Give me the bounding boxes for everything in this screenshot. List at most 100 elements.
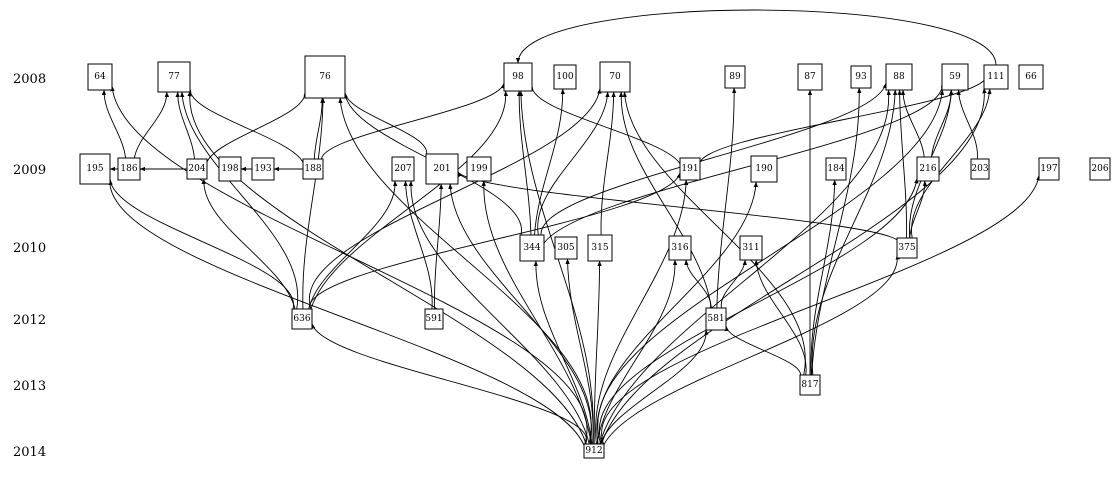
node-label: 204 xyxy=(188,164,205,174)
node-box xyxy=(885,63,913,91)
node-label: 87 xyxy=(804,72,816,82)
node-box xyxy=(750,155,778,183)
edge-203-to-59 xyxy=(956,89,978,160)
edge-912-to-77 xyxy=(187,90,587,445)
edge-216-to-88 xyxy=(900,89,925,158)
node-box xyxy=(739,235,763,261)
edge-817-to-88 xyxy=(811,89,898,376)
node-98: 98 xyxy=(503,62,533,92)
node-box xyxy=(724,65,746,89)
year-label-2013: 2013 xyxy=(13,379,46,394)
edge-375-to-88 xyxy=(897,89,908,239)
year-label-2012: 2012 xyxy=(13,313,46,328)
node-70: 70 xyxy=(599,61,631,93)
node-box xyxy=(519,234,545,262)
edge-186-to-77 xyxy=(133,91,170,159)
node-label: 311 xyxy=(742,243,759,253)
node-76: 76 xyxy=(304,55,346,99)
node-box xyxy=(896,237,918,259)
edge-912-to-199 xyxy=(481,180,592,445)
edge-636-to-77 xyxy=(180,91,299,310)
edge-636-to-204 xyxy=(201,178,296,310)
node-box xyxy=(304,55,346,99)
node-label: 184 xyxy=(827,164,844,174)
edge-912-to-98 xyxy=(518,90,594,445)
edge-375-to-216 xyxy=(909,180,928,239)
edge-111-to-191 xyxy=(696,80,985,167)
edge-201-to-76 xyxy=(343,92,427,157)
edge-344-to-100 xyxy=(534,88,565,236)
edge-188-to-77 xyxy=(187,87,304,163)
edge-111-to-98 xyxy=(515,9,997,66)
node-label: 186 xyxy=(120,164,137,174)
node-label: 197 xyxy=(1040,164,1057,174)
edge-188-to-98 xyxy=(320,82,505,165)
node-label: 76 xyxy=(319,72,331,82)
node-box xyxy=(553,64,577,90)
edge-636-to-195 xyxy=(108,179,295,312)
edge-912-to-581 xyxy=(600,329,709,445)
node-191: 191 xyxy=(679,157,701,181)
node-186: 186 xyxy=(117,157,141,181)
edge-591-to-201 xyxy=(434,183,444,310)
edge-912-to-195 xyxy=(107,177,585,446)
node-344: 344 xyxy=(519,234,545,262)
node-100: 100 xyxy=(553,64,577,90)
edge-188-to-76 xyxy=(313,97,325,160)
node-box xyxy=(87,63,113,91)
node-207: 207 xyxy=(391,156,415,182)
node-label: 190 xyxy=(755,164,772,174)
edge-581-to-311 xyxy=(720,259,747,309)
node-591: 591 xyxy=(424,308,444,330)
edge-204-to-76 xyxy=(206,91,308,163)
node-64: 64 xyxy=(87,63,113,91)
node-box xyxy=(79,153,111,185)
node-label: 198 xyxy=(221,164,238,174)
node-label: 817 xyxy=(801,380,818,390)
node-label: 316 xyxy=(671,243,688,253)
node-box xyxy=(983,64,1009,90)
edge-344-to-59 xyxy=(543,81,946,244)
node-label: 93 xyxy=(855,72,867,82)
node-box xyxy=(503,62,533,92)
edge-636-to-98 xyxy=(310,90,509,310)
node-199: 199 xyxy=(466,156,492,182)
node-box xyxy=(554,236,578,260)
edge-912-to-636 xyxy=(311,323,587,447)
edge-912-to-216 xyxy=(599,177,919,445)
node-box xyxy=(1089,157,1111,181)
node-label: 581 xyxy=(707,314,724,324)
node-box xyxy=(424,308,444,330)
node-111: 111 xyxy=(983,64,1009,90)
edge-344-to-70 xyxy=(537,91,610,236)
node-label: 305 xyxy=(557,243,574,253)
node-box xyxy=(291,308,313,330)
node-box xyxy=(251,157,275,181)
node-box xyxy=(391,156,415,182)
node-box xyxy=(583,443,605,459)
node-label: 100 xyxy=(556,72,573,82)
node-box xyxy=(799,374,821,396)
edge-636-to-207 xyxy=(308,180,398,310)
node-label: 88 xyxy=(893,72,905,82)
year-label-2010: 2010 xyxy=(13,241,46,256)
node-label: 203 xyxy=(971,164,988,174)
edge-912-to-201 xyxy=(448,183,592,445)
node-label: 199 xyxy=(470,164,487,174)
node-box xyxy=(425,153,459,185)
node-label: 188 xyxy=(304,164,321,174)
edge-912-to-190 xyxy=(596,181,758,445)
node-66: 66 xyxy=(1018,64,1044,90)
edge-191-to-98 xyxy=(528,84,681,164)
node-box xyxy=(218,156,242,182)
edge-636-to-191 xyxy=(308,172,681,316)
node-box xyxy=(705,307,727,331)
edge-817-to-93 xyxy=(811,87,862,376)
node-88: 88 xyxy=(885,63,913,91)
edge-912-to-197 xyxy=(601,174,1041,445)
edge-912-to-315 xyxy=(593,260,602,445)
node-87: 87 xyxy=(797,63,823,91)
node-label: 89 xyxy=(729,72,741,82)
